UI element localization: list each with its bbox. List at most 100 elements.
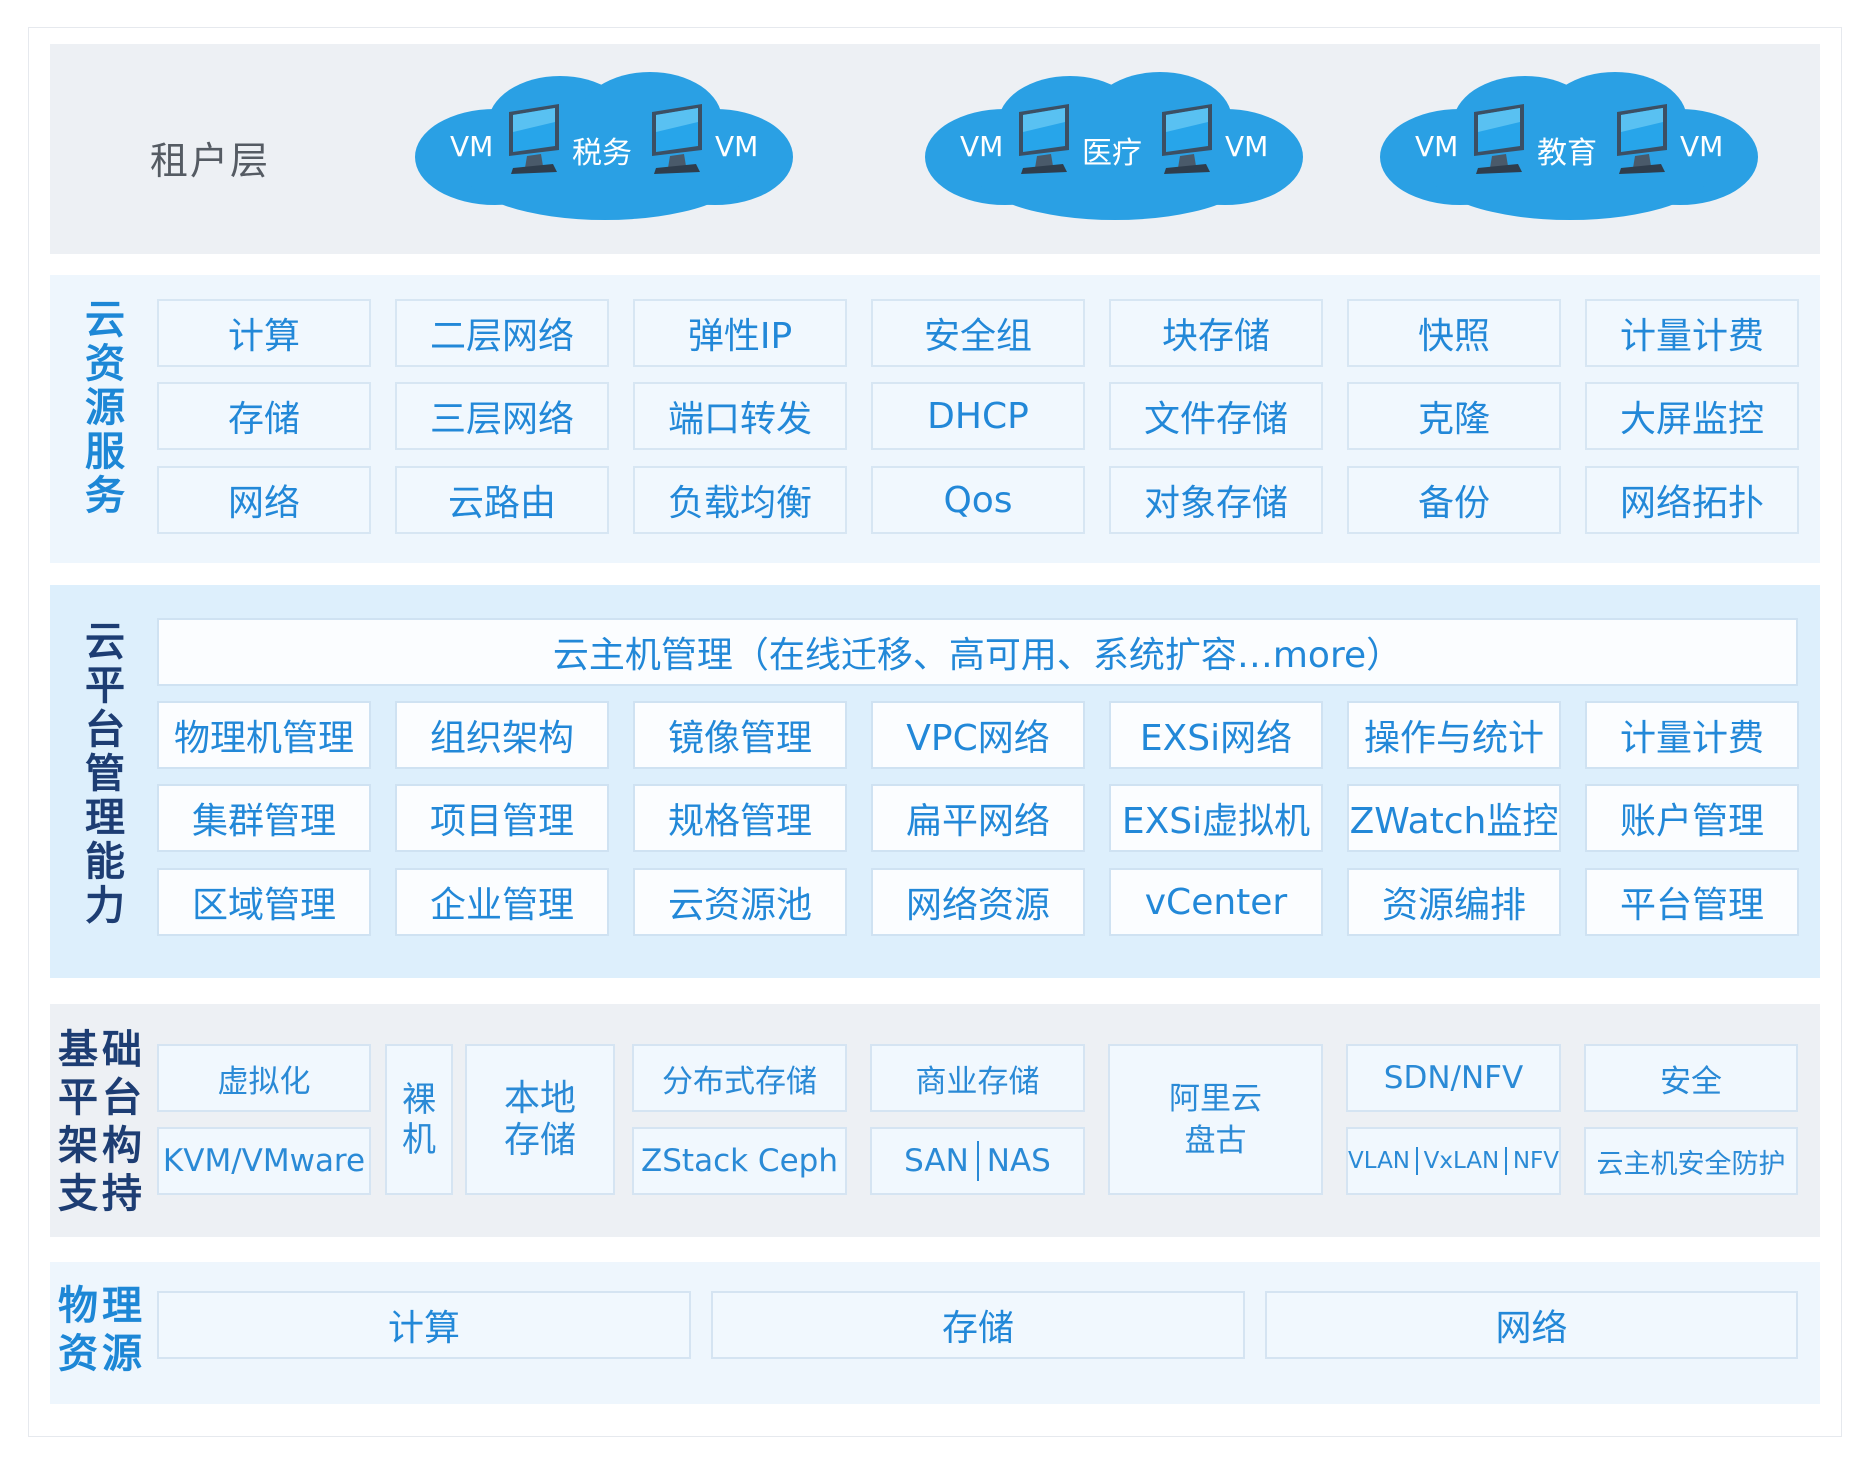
vm-management-banner: 云主机管理（在线迁移、高可用、系统扩容…more） [157,618,1798,686]
cloud-service-cell: DHCP [871,382,1085,450]
cloud-service-cell: 负载均衡 [633,466,847,534]
cloud-service-cell: 端口转发 [633,382,847,450]
local-storage-cell: 本地 存储 [465,1044,615,1195]
platform-capability-cell: 账户管理 [1585,784,1799,852]
base-platform-support-label: 基础 平台 架构 支持 [58,1026,148,1218]
vm-label-right: VM [1225,130,1269,163]
platform-capability-cell: 平台管理 [1585,868,1799,936]
cloud-service-cell: 存储 [157,382,371,450]
platform-capability-cell: ZWatch监控 [1347,784,1561,852]
cloud-service-cell: 文件存储 [1109,382,1323,450]
label-char: 服 [85,429,125,475]
vm-label-right: VM [715,130,759,163]
cloud-service-cell: 三层网络 [395,382,609,450]
physical-network-cell: 网络 [1265,1291,1798,1359]
label-line: 基础 [58,1027,146,1073]
vm-label-right: VM [1680,130,1724,163]
vxlan-text: VxLAN [1423,1148,1500,1174]
nfv-text: NFV [1512,1148,1559,1174]
aliyun-line: 盘古 [1184,1122,1247,1159]
separator [1416,1147,1418,1175]
platform-capability-cell: EXSi虚拟机 [1109,784,1323,852]
tenant-cloud: VM 税务 VM [415,72,793,222]
bare-metal-char: 裸 [402,1079,436,1120]
label-char: 云 [85,297,125,343]
tenant-tag: 医疗 [1082,136,1142,171]
label-char: 云 [85,619,125,665]
vm-label-left: VM [960,130,1004,163]
cloud-service-cell: Qos [871,466,1085,534]
separator [976,1141,979,1181]
platform-capability-cell: 物理机管理 [157,701,371,769]
zstack-ceph-cell: ZStack Ceph [632,1127,847,1195]
security-cell: 安全 [1584,1044,1798,1112]
bare-metal-cell: 裸 机 [385,1044,453,1195]
bare-metal-char: 机 [402,1119,436,1160]
label-char: 源 [85,385,125,431]
label-char: 平 [85,663,125,709]
platform-capability-cell: 操作与统计 [1347,701,1561,769]
local-storage-line: 本地 [503,1077,576,1119]
cloud-service-cell: 网络拓扑 [1585,466,1799,534]
label-line: 支持 [58,1171,146,1217]
cloud-service-cell: 快照 [1347,299,1561,367]
kvm-vmware-cell: KVM/VMware [157,1127,371,1195]
physical-compute-cell: 计算 [157,1291,691,1359]
label-char: 力 [85,883,125,929]
label-char: 管 [85,751,125,797]
cloud-service-cell: 块存储 [1109,299,1323,367]
sdn-nfv-cell: SDN/NFV [1346,1044,1561,1112]
platform-capability-cell: 计量计费 [1585,701,1799,769]
platform-capability-cell: 网络资源 [871,868,1085,936]
label-line: 资源 [58,1331,146,1377]
tenant-layer-label: 租户层 [150,139,271,183]
cloud-resource-service-label: 云 资 源 服 务 [84,298,126,518]
platform-capability-cell: 企业管理 [395,868,609,936]
base-platform-support-band [50,1004,1820,1237]
nas-text: NAS [986,1143,1051,1179]
platform-capability-cell: 镜像管理 [633,701,847,769]
platform-capability-cell: 云资源池 [633,868,847,936]
aliyun-pangu-cell: 阿里云 盘古 [1108,1044,1323,1195]
cloud-service-cell: 云路由 [395,466,609,534]
cloud-service-cell: 二层网络 [395,299,609,367]
label-char: 台 [85,707,125,753]
cloud-service-cell: 备份 [1347,466,1561,534]
platform-capability-cell: 扁平网络 [871,784,1085,852]
tenant-cloud: VM 医疗 VM [925,72,1303,222]
distributed-storage-cell: 分布式存储 [632,1044,847,1112]
local-storage-line: 存储 [503,1119,576,1161]
platform-capability-cell: vCenter [1109,868,1323,936]
label-char: 务 [85,473,125,519]
vm-label-left: VM [1415,130,1459,163]
cloud-service-cell: 计量计费 [1585,299,1799,367]
cloud-platform-management-label: 云 平 台 管 理 能 力 [84,620,126,928]
platform-capability-cell: 规格管理 [633,784,847,852]
tenant-tag: 教育 [1537,136,1597,171]
diagram-frame [28,27,1842,1437]
label-char: 理 [85,795,125,841]
commercial-storage-cell: 商业存储 [870,1044,1085,1112]
san-nas-cell: SAN NAS [870,1127,1085,1195]
cloud-service-cell: 对象存储 [1109,466,1323,534]
label-char: 资 [85,341,125,387]
platform-capability-cell: 项目管理 [395,784,609,852]
label-line: 物理 [58,1283,146,1329]
physical-resources-label: 物理 资源 [58,1282,148,1378]
virtualization-cell: 虚拟化 [157,1044,371,1112]
cloud-service-cell: 大屏监控 [1585,382,1799,450]
platform-capability-cell: EXSi网络 [1109,701,1323,769]
tenant-tag: 税务 [572,136,632,171]
platform-capability-cell: 资源编排 [1347,868,1561,936]
platform-capability-cell: 组织架构 [395,701,609,769]
cloud-service-cell: 弹性IP [633,299,847,367]
tenant-cloud: VM 教育 VM [1380,72,1758,222]
platform-capability-cell: 集群管理 [157,784,371,852]
physical-storage-cell: 存储 [711,1291,1245,1359]
separator [1505,1147,1507,1175]
label-line: 平台 [58,1075,146,1121]
cloud-service-cell: 克隆 [1347,382,1561,450]
cloud-service-cell: 计算 [157,299,371,367]
vm-label-left: VM [450,130,494,163]
platform-capability-cell: 区域管理 [157,868,371,936]
